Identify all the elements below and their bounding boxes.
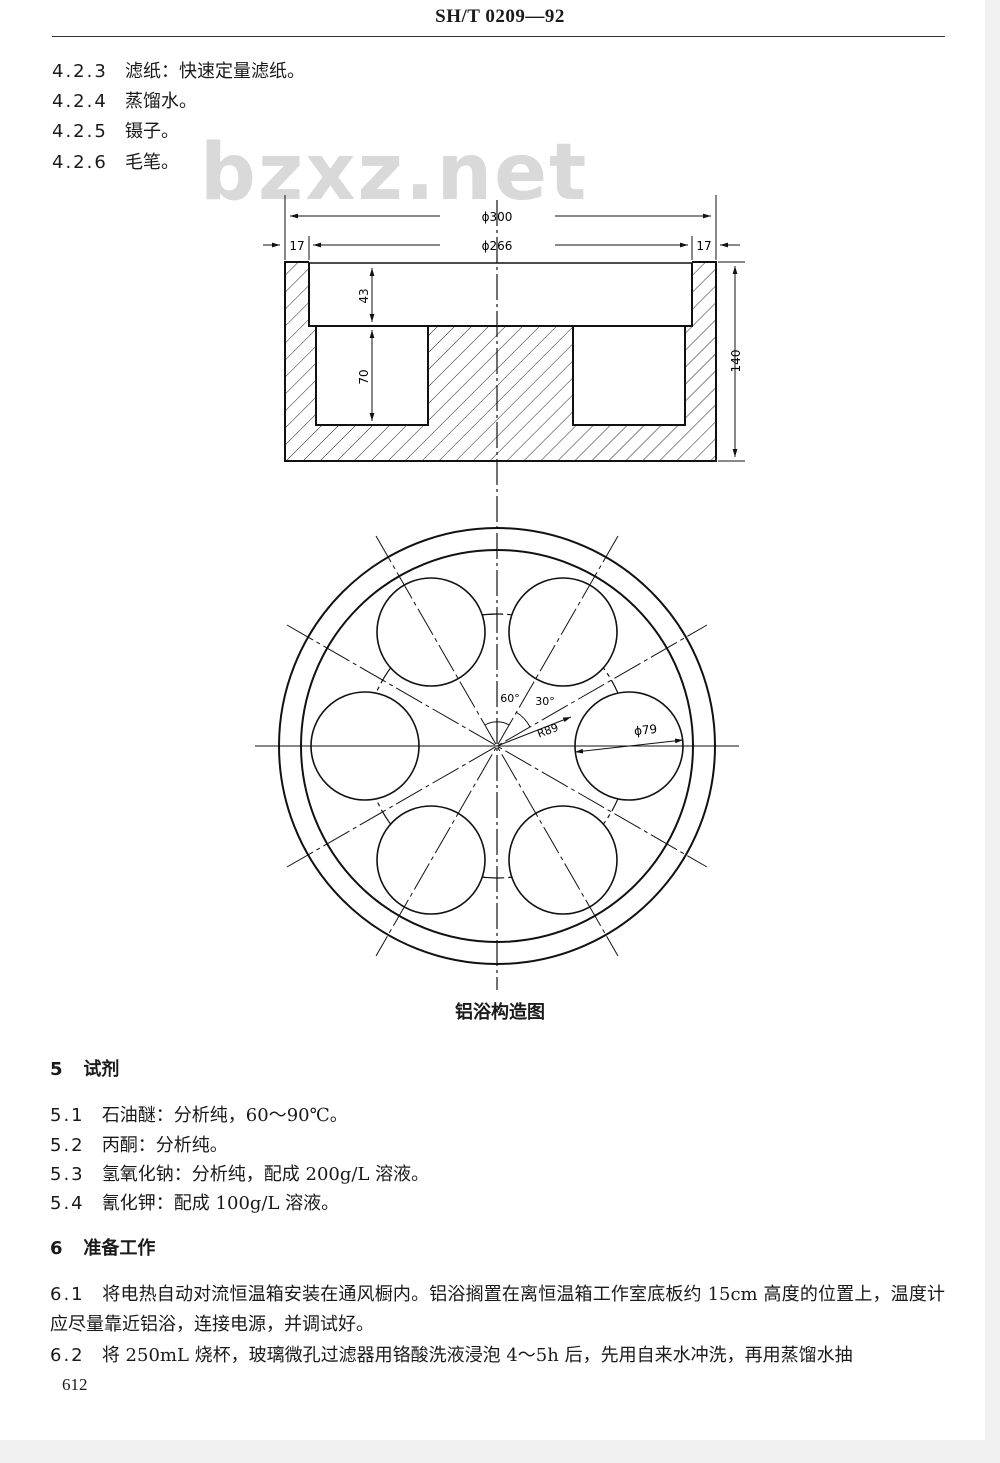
angle-60-label: 60°	[500, 692, 520, 705]
item-number: 4.2.6	[52, 152, 108, 173]
dim-left-wall: 17	[289, 239, 304, 253]
header-rule	[52, 36, 945, 37]
item-4-2-4: 4.2.4 蒸馏水。	[52, 91, 197, 113]
section-title: 准备工作	[83, 1238, 156, 1259]
plan-view: 60° 30° R89 ϕ79	[255, 527, 739, 965]
section-number: 6	[50, 1238, 65, 1259]
hole	[376, 805, 486, 915]
dim-height: 140	[729, 350, 743, 373]
hole-diameter-label: ϕ79	[633, 722, 658, 738]
item-number: 4.2.5	[52, 121, 108, 142]
item-text: 丙酮：分析纯。	[101, 1135, 228, 1156]
hole	[508, 805, 618, 915]
item-5-2: 5.2 丙酮：分析纯。	[50, 1135, 228, 1157]
item-6-2: 6.2 将 250mL 烧杯，玻璃微孔过滤器用铬酸洗液浸泡 4～5h 后，先用自…	[50, 1341, 945, 1371]
item-text: 镊子。	[124, 121, 179, 142]
item-number: 5.1	[50, 1105, 85, 1126]
dim-hole-depth: 70	[357, 369, 371, 384]
angle-30-label: 30°	[535, 695, 555, 708]
item-text: 将 250mL 烧杯，玻璃微孔过滤器用铬酸洗液浸泡 4～5h 后，先用自来水冲洗…	[101, 1345, 853, 1366]
section-title: 试剂	[83, 1059, 120, 1080]
cross-section-view: ϕ300 ϕ266 17 17 43 70 140	[263, 195, 745, 990]
item-number: 4.2.3	[52, 61, 108, 82]
document-page: SH/T 0209—92 4.2.3 滤纸：快速定量滤纸。 4.2.4 蒸馏水。…	[0, 0, 985, 1440]
section-5-heading: 5 试剂	[50, 1059, 119, 1081]
item-4-2-5: 4.2.5 镊子。	[52, 121, 179, 143]
item-text: 蒸馏水。	[124, 91, 197, 112]
item-4-2-3: 4.2.3 滤纸：快速定量滤纸。	[52, 61, 305, 83]
item-6-1: 6.1 将电热自动对流恒温箱安装在通风橱内。铝浴搁置在离恒温箱工作室底板约 15…	[50, 1280, 945, 1340]
item-number: 5.3	[50, 1164, 85, 1185]
item-text: 氢氧化钠：分析纯，配成 200g/L 溶液。	[101, 1164, 430, 1185]
figure-caption: 铝浴构造图	[455, 1002, 545, 1023]
section-6-heading: 6 准备工作	[50, 1238, 155, 1260]
item-text: 毛笔。	[124, 152, 179, 173]
hatched-body	[285, 262, 716, 461]
item-number: 6.1	[50, 1284, 85, 1305]
item-text: 将电热自动对流恒温箱安装在通风橱内。铝浴搁置在离恒温箱工作室底板约 15cm 高…	[50, 1284, 945, 1335]
item-text: 氰化钾：配成 100g/L 溶液。	[101, 1193, 340, 1214]
item-5-3: 5.3 氢氧化钠：分析纯，配成 200g/L 溶液。	[50, 1164, 429, 1186]
item-5-4: 5.4 氰化钾：配成 100g/L 溶液。	[50, 1193, 339, 1215]
page-number: 612	[62, 1375, 88, 1394]
item-4-2-6: 4.2.6 毛笔。	[52, 152, 179, 174]
item-text: 石油醚：分析纯，60～90℃。	[101, 1105, 348, 1126]
section-number: 5	[50, 1059, 65, 1080]
dim-right-wall: 17	[696, 239, 711, 253]
dim-outer-diameter: ϕ300	[482, 210, 513, 224]
dim-inner-diameter: ϕ266	[482, 239, 513, 253]
dim-recess-depth: 43	[357, 288, 371, 303]
item-text: 滤纸：快速定量滤纸。	[124, 61, 305, 82]
item-number: 6.2	[50, 1345, 85, 1366]
item-number: 4.2.4	[52, 91, 108, 112]
watermark: bzxz.net	[200, 128, 589, 218]
standard-code: SH/T 0209—92	[435, 6, 565, 27]
item-number: 5.2	[50, 1135, 85, 1156]
item-number: 5.4	[50, 1193, 85, 1214]
item-5-1: 5.1 石油醚：分析纯，60～90℃。	[50, 1105, 348, 1127]
radius-label: R89	[535, 721, 560, 741]
